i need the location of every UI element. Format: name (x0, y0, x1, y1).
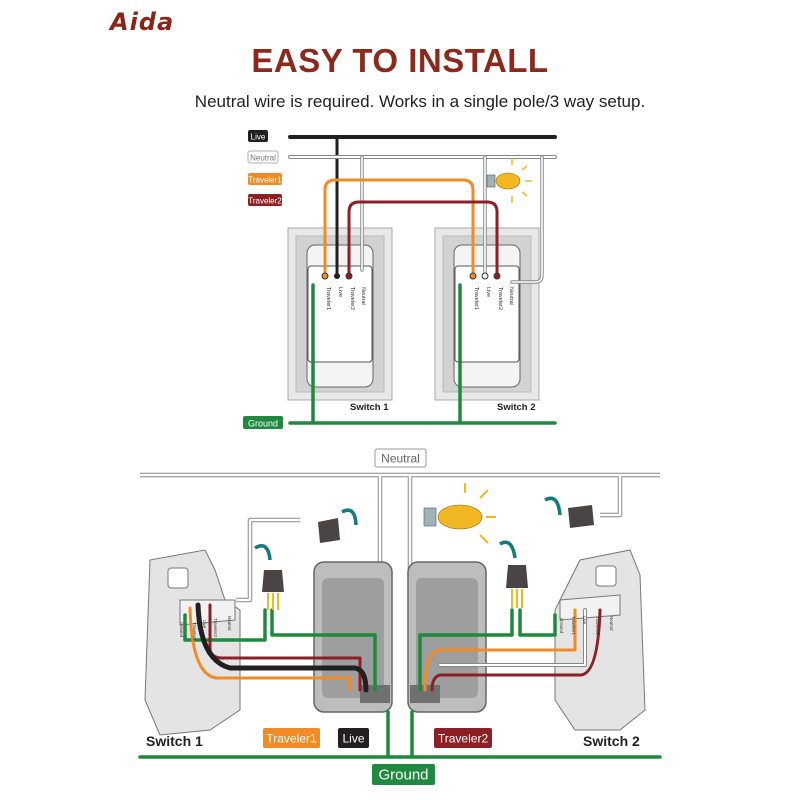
svg-text:Live: Live (582, 616, 587, 625)
label-traveler2: Traveler2 (434, 728, 492, 748)
terminal-labels: Ground Traveler1 Live Traveler2 Neutral … (179, 616, 614, 641)
svg-text:Ground: Ground (378, 767, 428, 784)
switch1-top: Traveler1 Live Traveler2 Neutral Switch … (287, 227, 393, 413)
svg-text:Traveler1: Traveler1 (473, 287, 479, 310)
traveler1-wire-right (423, 608, 577, 692)
twist-arrow-icon (254, 496, 562, 561)
brand-logo: Aida (110, 8, 175, 36)
traveler2-wire (347, 200, 499, 278)
svg-text:Switch 2: Switch 2 (583, 733, 640, 749)
svg-text:Ground: Ground (179, 622, 184, 638)
legend-traveler1: Traveler1 (248, 173, 282, 185)
page-subtitle: Neutral wire is required. Works in a sin… (194, 92, 646, 111)
svg-text:Neutral: Neutral (508, 287, 514, 305)
svg-text:Ground: Ground (559, 618, 564, 634)
svg-text:Traveler2: Traveler2 (248, 197, 282, 206)
svg-text:Traveler2: Traveler2 (349, 287, 355, 310)
svg-text:Traveler1: Traveler1 (325, 287, 331, 310)
live-wire-left (195, 602, 369, 693)
switch2-device: Switch 2 (554, 549, 646, 749)
legend-live: Live (248, 130, 268, 142)
svg-text:Ground: Ground (248, 419, 278, 429)
svg-text:Live: Live (342, 732, 364, 746)
ground-wire-left (183, 608, 377, 692)
svg-text:Switch 1: Switch 1 (350, 402, 389, 413)
light-bulb-icon (486, 158, 532, 203)
svg-text:Live: Live (485, 287, 491, 297)
svg-text:Traveler2: Traveler2 (497, 287, 503, 310)
svg-text:Switch 1: Switch 1 (146, 733, 203, 749)
label-traveler1: Traveler1 (263, 728, 320, 748)
label-live: Live (338, 728, 369, 748)
svg-text:Neutral: Neutral (250, 154, 276, 163)
wire-nut-icon (262, 505, 594, 610)
svg-text:Traveler1: Traveler1 (266, 732, 317, 746)
bottom-wiring-diagram: Neutral Switch 1 Switch 2 (138, 448, 662, 785)
switch1-device: Switch 1 (144, 549, 241, 749)
svg-text:Switch 2: Switch 2 (497, 402, 536, 413)
switch2-top: Traveler1 Live Traveler2 Neutral Switch … (434, 227, 540, 413)
legend-traveler2: Traveler2 (248, 194, 282, 206)
svg-text:Neutral: Neutral (609, 616, 614, 631)
traveler2-wire-right (430, 608, 602, 692)
svg-text:Live: Live (337, 287, 343, 297)
junction-box-left (313, 561, 393, 713)
ground-wire-right (418, 608, 557, 692)
legend-ground: Ground (243, 416, 283, 429)
svg-text:Live: Live (202, 620, 207, 629)
neutral-label: Neutral (374, 448, 427, 468)
ground-bus (138, 710, 662, 759)
terminal-dots (321, 272, 501, 280)
svg-text:Traveler2: Traveler2 (213, 618, 218, 637)
legend-neutral: Neutral (247, 150, 279, 164)
svg-text:Traveler2: Traveler2 (438, 732, 489, 746)
svg-text:Traveler1: Traveler1 (248, 176, 282, 185)
label-ground: Ground (372, 764, 435, 785)
light-bulb-icon (423, 483, 496, 544)
svg-text:Traveler1: Traveler1 (192, 622, 197, 641)
svg-text:Traveler2: Traveler2 (595, 616, 600, 635)
svg-text:Traveler1: Traveler1 (571, 616, 576, 635)
svg-text:Live: Live (251, 133, 266, 142)
traveler1-wire-left (188, 606, 352, 692)
traveler1-wire (323, 178, 475, 278)
ground-wire (288, 283, 557, 425)
svg-text:Neutral: Neutral (227, 616, 232, 631)
svg-text:Neutral: Neutral (381, 452, 420, 466)
svg-text:Neutral: Neutral (360, 287, 366, 305)
top-wiring-diagram: Live Neutral Traveler1 Traveler2 Ground (243, 130, 557, 429)
page-title: EASY TO INSTALL (251, 42, 549, 79)
